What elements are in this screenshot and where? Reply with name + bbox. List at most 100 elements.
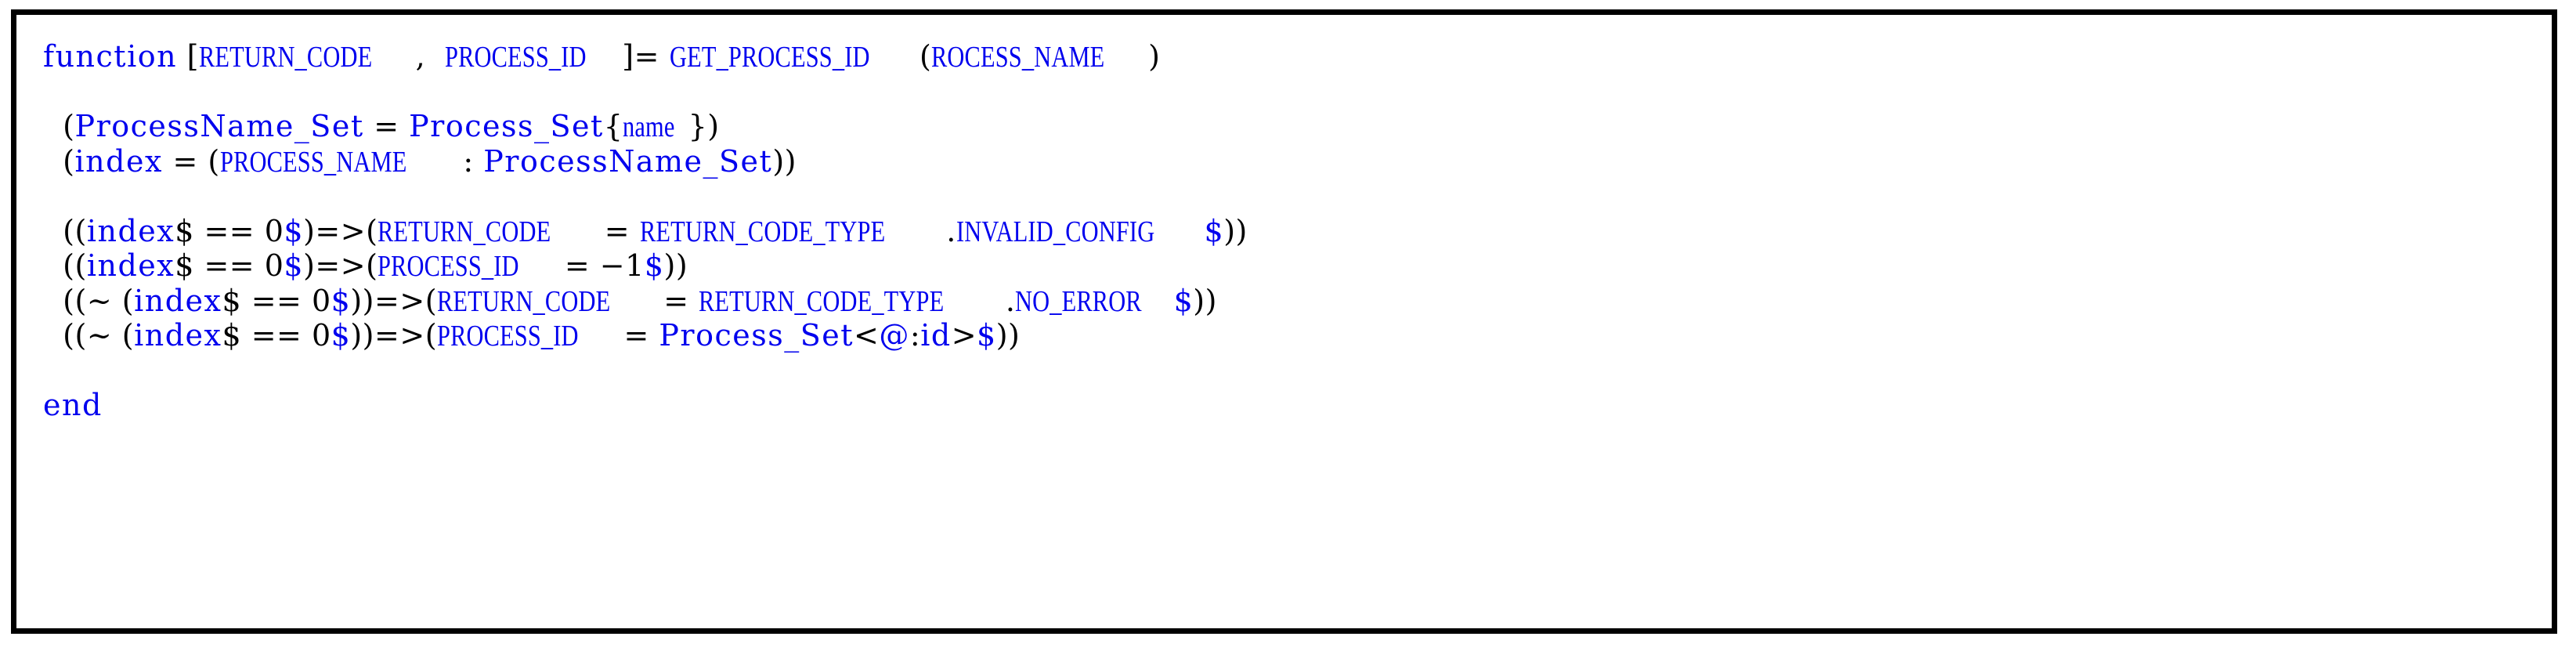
code-line: end bbox=[43, 388, 2545, 423]
code-token: = bbox=[363, 109, 410, 143]
code-token: { bbox=[603, 109, 623, 143]
code-token: NO_ERROR bbox=[1015, 284, 1143, 318]
code-token: RETURN_CODE bbox=[437, 284, 611, 318]
code-token bbox=[425, 39, 445, 74]
code-line-blank bbox=[43, 74, 2545, 110]
code-token: name bbox=[623, 110, 675, 143]
code-token: ) bbox=[707, 109, 720, 143]
code-token: $ bbox=[284, 248, 304, 283]
code-token: . bbox=[1005, 283, 1016, 318]
code-token: [ bbox=[186, 39, 199, 74]
code-token: ProcessName_Set bbox=[74, 109, 364, 143]
code-token: $ bbox=[1173, 283, 1194, 318]
code-line: function [RETURN_CODE, PROCESS_ID]= GET_… bbox=[43, 39, 2545, 74]
code-token: )=>( bbox=[303, 248, 378, 283]
code-token: ))=>( bbox=[350, 283, 438, 318]
code-token: RETURN_CODE bbox=[199, 41, 373, 74]
code-token: == bbox=[193, 248, 265, 283]
code-token: > bbox=[951, 318, 977, 353]
code-token: ] bbox=[622, 39, 634, 74]
code-token: = bbox=[653, 283, 699, 318]
code-token: ((~ ( bbox=[63, 318, 135, 353]
code-line: (ProcessName_Set = Process_Set{name}) bbox=[43, 109, 2545, 144]
code-token: = bbox=[634, 39, 659, 74]
code-token bbox=[177, 39, 187, 74]
code-token: $ bbox=[175, 248, 194, 283]
code-token: ))=>( bbox=[350, 318, 438, 353]
code-token: . bbox=[946, 213, 956, 248]
code-token: ( bbox=[63, 109, 75, 143]
code-token: INVALID_CONFIG bbox=[956, 215, 1155, 248]
code-token: 0 bbox=[311, 318, 331, 353]
code-token: PROCESS_NAME bbox=[219, 145, 407, 179]
code-token: id bbox=[920, 318, 952, 353]
code-token: Process_Set bbox=[409, 109, 604, 143]
code-token: $ bbox=[644, 248, 664, 283]
code-token: index bbox=[134, 283, 222, 318]
code-token: $ bbox=[331, 318, 351, 353]
code-token: ProcessName_Set bbox=[483, 143, 773, 179]
code-token: = bbox=[162, 143, 208, 179]
code-token: (( bbox=[63, 248, 87, 283]
code-token bbox=[43, 144, 63, 179]
code-token: $ bbox=[222, 283, 242, 318]
code-token: −1 bbox=[599, 248, 645, 283]
code-token: )) bbox=[1223, 213, 1248, 248]
code-token: PROCESS_ID bbox=[437, 320, 579, 353]
code-token: = bbox=[613, 318, 659, 353]
code-token: index bbox=[86, 248, 175, 283]
code-token bbox=[43, 109, 63, 143]
code-token bbox=[43, 214, 63, 248]
code-token: Process_Set bbox=[659, 318, 854, 353]
code-token: index bbox=[74, 143, 163, 179]
code-token bbox=[43, 318, 63, 353]
code-token: $ bbox=[222, 318, 242, 353]
code-token: function bbox=[43, 39, 178, 74]
code-token: , bbox=[415, 39, 426, 74]
code-line: (index = (PROCESS_NAME : ProcessName_Set… bbox=[43, 144, 2545, 179]
code-token: 0 bbox=[264, 248, 284, 283]
code-token: $ bbox=[175, 213, 194, 248]
code-line-blank bbox=[43, 353, 2545, 389]
code-token: @ bbox=[879, 318, 910, 353]
code-listing-frame: function [RETURN_CODE, PROCESS_ID]= GET_… bbox=[11, 9, 2557, 634]
code-token: ) bbox=[784, 143, 797, 179]
code-token: : bbox=[453, 143, 484, 179]
code-token: index bbox=[134, 318, 222, 353]
code-token bbox=[43, 248, 63, 283]
code-line: ((~ (index$ == 0$))=>(RETURN_CODE = RETU… bbox=[43, 284, 2545, 319]
code-token: ( bbox=[208, 143, 220, 179]
code-token: == bbox=[241, 318, 312, 353]
code-token: = bbox=[555, 248, 600, 283]
code-token: = bbox=[594, 213, 640, 248]
code-token: PROCESS_ID bbox=[378, 250, 520, 283]
code-token: index bbox=[86, 213, 175, 248]
code-token: 0 bbox=[264, 213, 284, 248]
code-token bbox=[659, 39, 670, 74]
code-token: end bbox=[43, 388, 103, 422]
code-token: RETURN_CODE_TYPE bbox=[639, 215, 885, 248]
code-token: )) bbox=[663, 248, 688, 283]
code-token: ) bbox=[1148, 39, 1161, 74]
code-token: } bbox=[688, 109, 708, 143]
code-token: ROCESS_NAME bbox=[931, 41, 1105, 74]
code-line: ((~ (index$ == 0$))=>(PROCESS_ID = Proce… bbox=[43, 318, 2545, 353]
code-token: )) bbox=[995, 318, 1021, 353]
code-token: RETURN_CODE_TYPE bbox=[699, 284, 945, 318]
code-token: GET_PROCESS_ID bbox=[669, 41, 870, 74]
code-token: : bbox=[909, 318, 921, 353]
code-token: 0 bbox=[311, 283, 331, 318]
code-token: == bbox=[193, 213, 265, 248]
code-token: PROCESS_ID bbox=[445, 41, 587, 74]
code-token: $ bbox=[1204, 213, 1224, 248]
code-token: ((~ ( bbox=[63, 283, 135, 318]
code-token: $ bbox=[284, 213, 304, 248]
code-token: < bbox=[854, 318, 880, 353]
code-token: )) bbox=[1193, 283, 1217, 318]
code-token: RETURN_CODE bbox=[378, 215, 551, 248]
code-token: ) bbox=[772, 143, 785, 179]
code-token: ( bbox=[919, 39, 932, 74]
code-token: )=>( bbox=[303, 213, 378, 248]
code-line: ((index$ == 0$)=>(PROCESS_ID = −1$)) bbox=[43, 248, 2545, 284]
code-line: ((index$ == 0$)=>(RETURN_CODE = RETURN_C… bbox=[43, 214, 2545, 249]
